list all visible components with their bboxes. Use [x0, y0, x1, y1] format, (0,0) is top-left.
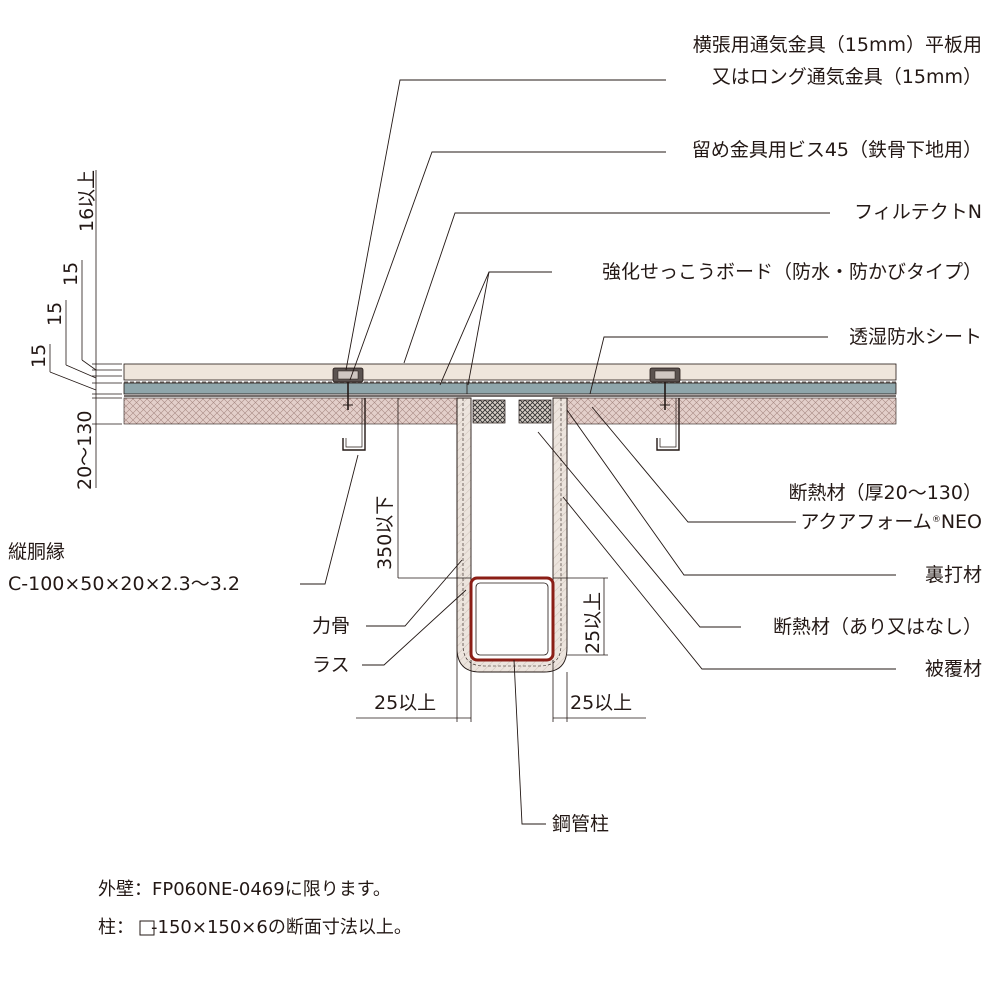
label-rikikotsu: 力骨	[312, 615, 351, 637]
label-board: 強化せっこうボード（防水・防かびタイプ）	[601, 261, 982, 283]
leader-clip	[345, 79, 666, 371]
dim-15a: 15	[60, 261, 82, 286]
leader-backing	[566, 409, 896, 576]
label-insulation-2b: NEO	[940, 511, 982, 533]
siding-layer	[123, 363, 897, 381]
label-clip-line1: 横張用通気金具（15mm）平板用	[692, 34, 982, 56]
dim-25-right: 25以上	[570, 692, 633, 714]
leader-insulation	[591, 406, 796, 523]
c-stud-right	[656, 398, 680, 451]
dim-350: 350以下	[374, 495, 396, 570]
dim-leader-15a-2	[81, 359, 97, 371]
insulation-foam-right	[566, 397, 897, 425]
label-stud-spec: C-100×50×20×2.3〜3.2	[8, 573, 240, 595]
dim-leader-15c-2	[49, 371, 97, 391]
leader-lath	[362, 589, 467, 666]
label-column: 鋼管柱	[552, 813, 610, 835]
lath-line	[462, 398, 562, 667]
label-clip-line2: 又はロング通気金具（15mm）	[711, 66, 982, 88]
gypsum-board-layer	[123, 382, 897, 395]
dim-16: 16以上	[76, 169, 98, 232]
clip-left	[332, 367, 364, 410]
dim-15c: 15	[28, 343, 50, 368]
leader-column	[513, 659, 546, 825]
clip-right	[649, 367, 681, 410]
insulation-foam-left	[123, 397, 458, 425]
dim-20-130: 20〜130	[74, 410, 96, 490]
label-screw: 留め金具用ビス45（鉄骨下地用）	[691, 139, 982, 161]
label-insulation-2a: アクアフォーム	[800, 511, 932, 533]
label-lath: ラス	[312, 654, 350, 676]
leader-insulation-opt	[537, 431, 741, 628]
backing-block-left	[472, 399, 506, 424]
c-stud-left	[342, 398, 366, 451]
label-insulation-1: 断熱材（厚20〜130）	[788, 482, 982, 504]
square-placeholder: □	[134, 917, 151, 938]
c-stud-right-inner	[659, 398, 677, 448]
dim-15b: 15	[44, 301, 66, 326]
c-stud-left-inner	[345, 398, 363, 448]
label-sheet: 透湿防水シート	[848, 326, 982, 348]
leader-rikikotsu	[366, 559, 463, 627]
steel-column	[469, 576, 555, 662]
label-coating: 被覆材	[924, 658, 982, 680]
dim-25-right-vertical: 25以上	[582, 591, 604, 654]
dim-25-left: 25以上	[374, 692, 437, 714]
label-backing: 裏打材	[924, 564, 982, 586]
note-column: 柱：□-150×150×6の断面寸法以上。	[98, 917, 412, 938]
registered-mark: ®	[931, 515, 941, 525]
square-section-icon	[139, 920, 155, 936]
backing-block-right	[518, 399, 552, 424]
label-siding: フィルテクトN	[854, 201, 982, 223]
label-insulation-opt: 断熱材（あり又はなし）	[772, 616, 982, 638]
leader-coating	[562, 496, 896, 670]
leader-stud	[300, 454, 359, 585]
note-exterior-wall: 外壁：FP060NE-0469に限ります。	[98, 879, 391, 900]
leader-screw	[349, 151, 666, 381]
dim-leader-15b-2	[65, 364, 97, 379]
label-insulation-2: アクアフォーム®NEO	[800, 510, 982, 534]
leader-siding	[403, 212, 830, 364]
label-stud: 縦胴縁	[8, 541, 66, 563]
steel-column-inner	[475, 582, 549, 656]
leader-board-2	[467, 271, 490, 386]
leader-sheet	[589, 336, 828, 395]
